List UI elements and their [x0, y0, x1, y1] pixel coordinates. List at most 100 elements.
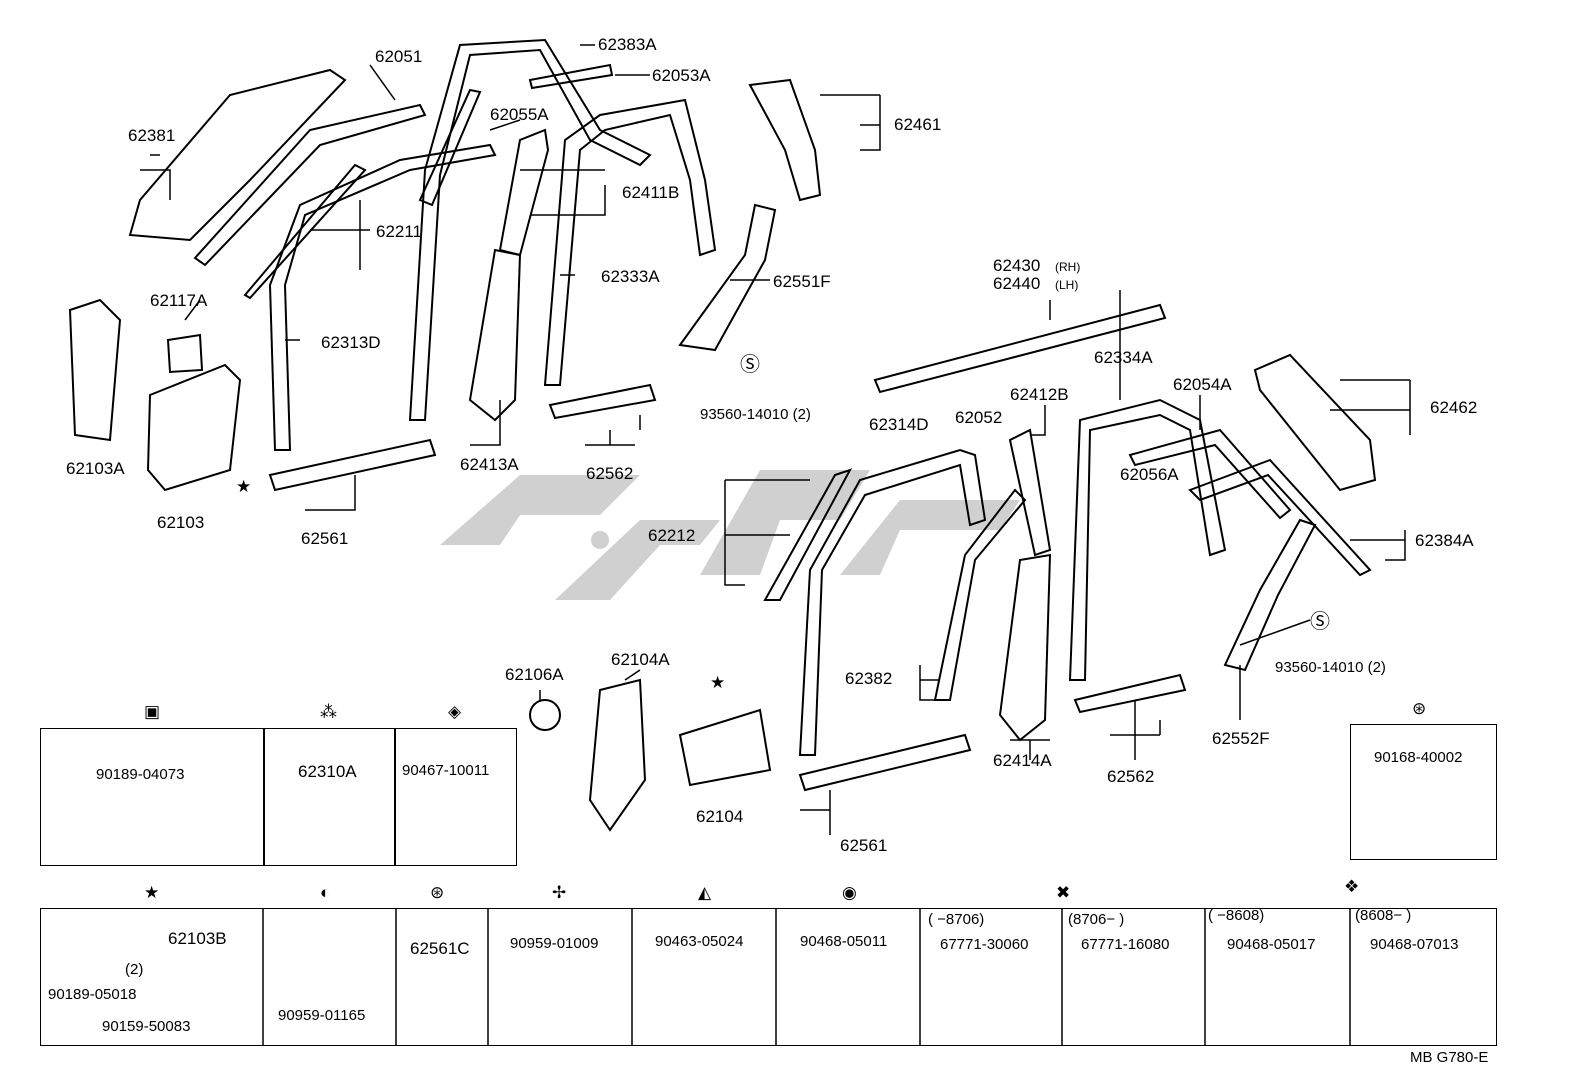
s-circle-icon: Ⓢ — [1310, 611, 1330, 633]
leader-lines — [140, 44, 1411, 835]
legend-part: 90468-05017 — [1227, 936, 1316, 953]
strip-62054A — [1128, 428, 1292, 520]
legend-range: ( −8706) — [928, 911, 985, 928]
label-62211: 62211 — [376, 222, 423, 241]
frame-62314D — [798, 448, 987, 756]
legend-part: 67771-30060 — [940, 936, 1029, 953]
label-62430-side: (RH) — [1055, 260, 1081, 274]
label-62430: 62430 — [993, 256, 1041, 275]
ring-icon: ◉ — [842, 883, 857, 902]
label-62313D: 62313D — [321, 333, 381, 352]
scuff-62562a — [548, 383, 657, 420]
label-62117A: 62117A — [150, 291, 208, 310]
legend-part: 90189-05018 — [48, 986, 137, 1003]
three-dot-icon: ⁂ — [320, 702, 337, 721]
asterisk-circle-icon: ⊛ — [430, 883, 445, 902]
scuff-62561a — [268, 438, 437, 492]
triangle-circle-icon: ◭ — [698, 883, 712, 902]
pinwheel-icon: ✢ — [552, 883, 567, 902]
legend-part: 90959-01009 — [510, 935, 599, 952]
label-62414A: 62414A — [993, 751, 1052, 770]
label-62054A: 62054A — [1173, 375, 1232, 394]
label-62103: 62103 — [157, 513, 205, 532]
label-93560-2: 93560-14010 (2) — [1275, 659, 1386, 676]
weatherstrip-62381 — [128, 68, 347, 242]
weatherstrip-62211 — [193, 103, 427, 267]
legend-part: 90159-50083 — [102, 1018, 191, 1035]
label-62106A: 62106A — [505, 665, 564, 684]
square-diamond-icon: ◈ — [448, 702, 462, 721]
label-62552F: 62552F — [1212, 729, 1270, 748]
strip-62055A — [418, 88, 482, 207]
bracket-62104 — [678, 708, 772, 787]
star-icon: ★ — [236, 477, 252, 496]
legend-part: 62561C — [410, 939, 470, 958]
pillar-62462 — [1253, 353, 1377, 492]
legend-range: ( −8608) — [1208, 907, 1265, 924]
legend-cell-bracket — [394, 728, 517, 866]
star-icon: ★ — [710, 673, 726, 692]
bracket-62103 — [146, 363, 242, 492]
label-62551F: 62551F — [773, 272, 831, 291]
label-62381: 62381 — [128, 126, 176, 145]
pillar-62551F — [678, 203, 777, 352]
label-62384A: 62384A — [1415, 531, 1474, 550]
label-62104: 62104 — [696, 807, 744, 826]
frame-62333A — [543, 98, 717, 386]
label-62440-side: (LH) — [1055, 278, 1079, 292]
legend-range: (8608− ) — [1355, 907, 1412, 924]
legend-part: 90468-07013 — [1370, 936, 1459, 953]
legend-range: (8706− ) — [1068, 911, 1125, 928]
scuff-62562b — [1073, 673, 1187, 714]
label-62103A: 62103A — [66, 459, 125, 478]
garnish-62117A — [166, 333, 204, 374]
label-62562a: 62562 — [586, 464, 634, 483]
label-62314D: 62314D — [869, 415, 929, 434]
pillar-62412B — [1008, 428, 1052, 557]
label-62562b: 62562 — [1107, 767, 1155, 786]
label-62051: 62051 — [375, 47, 423, 66]
s-circle-icon: Ⓢ — [740, 354, 760, 376]
legend-part: 90168-40002 — [1374, 749, 1463, 766]
label-62383A: 62383A — [598, 35, 657, 54]
label-62561b: 62561 — [840, 836, 888, 855]
legend-part: 67771-16080 — [1081, 936, 1170, 953]
legend-part: 90189-04073 — [96, 766, 185, 783]
pillar-62413A — [468, 248, 522, 422]
panel-62103A — [68, 298, 122, 442]
asterisk-circle-icon: ⊛ — [1412, 699, 1427, 718]
label-62413A: 62413A — [460, 455, 519, 474]
legend-qty: (2) — [125, 961, 144, 978]
strip-62382 — [933, 488, 1027, 701]
label-62053A: 62053A — [652, 66, 711, 85]
square-clip-icon: ▣ — [144, 702, 161, 721]
label-62382: 62382 — [845, 669, 893, 688]
legend-cell-screw — [263, 728, 396, 866]
legend-part: 90959-01165 — [278, 1007, 366, 1024]
pillar-62461 — [748, 78, 822, 202]
label-62462: 62462 — [1430, 398, 1478, 417]
label-62411B: 62411B — [622, 183, 680, 202]
cross-square-icon: ✖ — [1056, 883, 1071, 902]
legend-part: 90463-05024 — [655, 933, 744, 950]
frame-62334A — [1068, 398, 1227, 681]
legend-cell-bolt — [1350, 724, 1497, 860]
label-62056A: 62056A — [1120, 465, 1179, 484]
scuff-62561b — [798, 733, 972, 792]
legend-part: 90468-05011 — [800, 933, 888, 950]
pillar-62552F — [1223, 518, 1317, 672]
rail-62430 — [873, 303, 1167, 394]
legend-row-bottom — [40, 908, 1497, 1046]
label-62052: 62052 — [955, 408, 1003, 427]
panel-62104A — [588, 678, 647, 832]
label-93560-1: 93560-14010 (2) — [700, 406, 811, 423]
label-62461: 62461 — [894, 115, 942, 134]
label-62412B: 62412B — [1010, 385, 1069, 404]
label-62104A: 62104A — [611, 650, 670, 669]
frame-62383A — [408, 38, 652, 421]
frame-62384A — [1188, 458, 1372, 577]
label-62055A: 62055A — [490, 105, 549, 124]
label-62334A: 62334A — [1094, 348, 1153, 367]
legend-part: 62103B — [168, 929, 227, 948]
